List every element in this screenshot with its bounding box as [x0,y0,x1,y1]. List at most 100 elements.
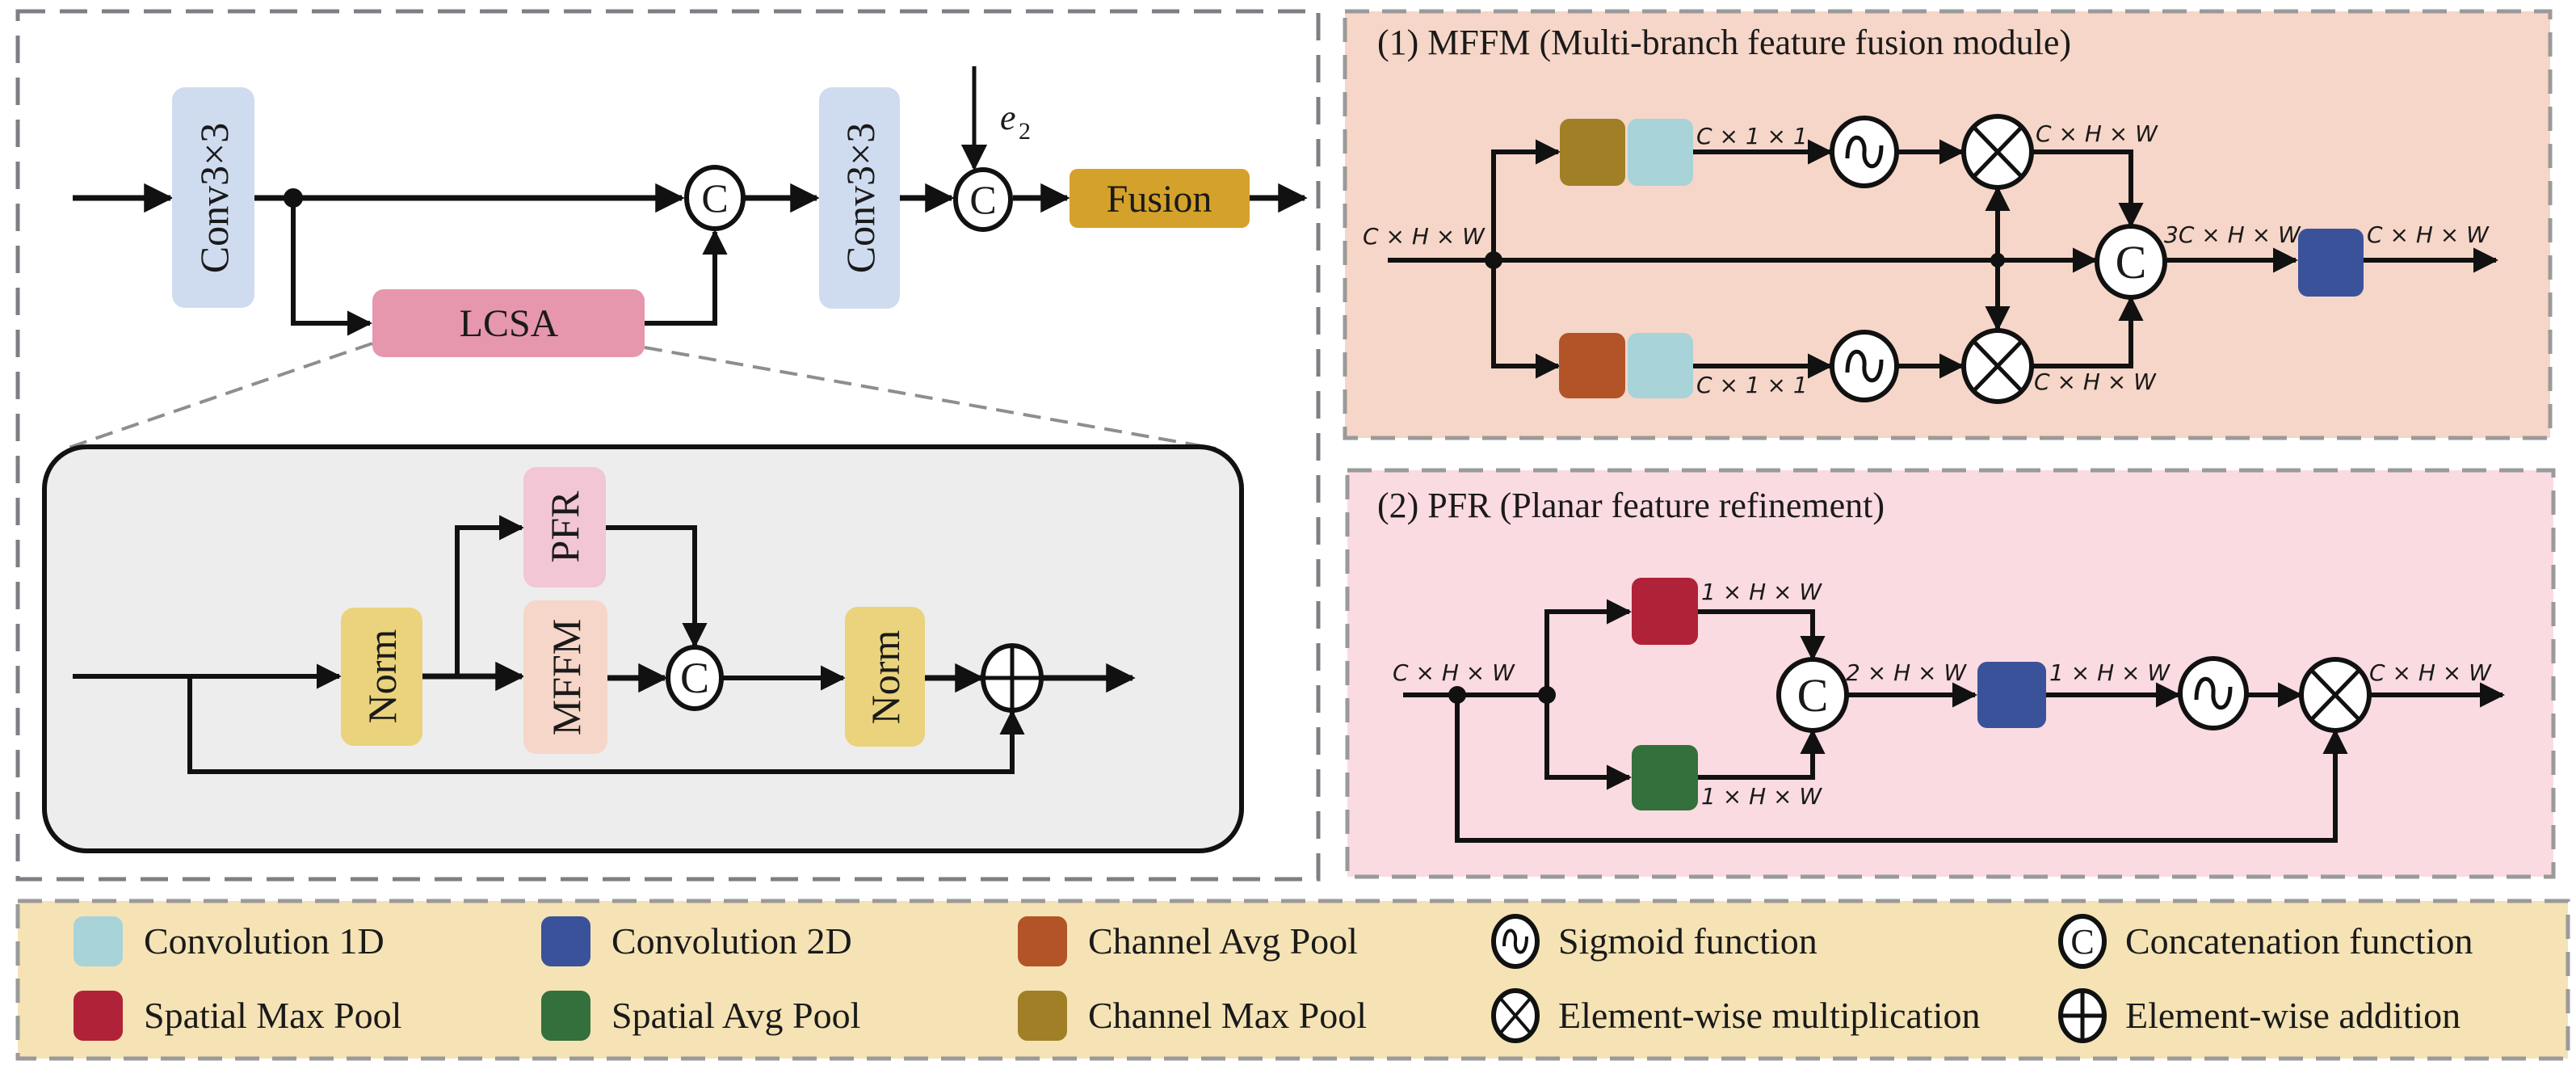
legend-item: Channel Avg Pool [1018,916,1358,966]
legend-swatch [74,916,123,966]
mffm-bottom-pooled-dim: C × 1 × 1 [1696,372,1808,398]
pfr-bottom-branch [1544,695,1633,790]
pfr-conv-dim: 1 × H × W [2049,659,2170,686]
legend-border [15,899,2570,1061]
pfr-max-to-concat [1698,609,1826,662]
mffm-panel: (1) MFFM (Multi-branch feature fusion mo… [1343,9,2553,440]
pfr-junction-dot [1448,686,1466,704]
legend-label: Convolution 1D [144,920,385,962]
e2-base: e [1000,98,1016,137]
mffm-title: (1) MFFM (Multi-branch feature fusion mo… [1377,23,2071,62]
lcsa-to-concat-line [645,229,728,326]
mffm-top-mult-dim: C × H × W [2036,120,2158,147]
legend-label: Element-wise addition [2125,995,2460,1036]
norm-label-b: Norm [863,630,908,725]
mffm-block: MFFM [523,600,607,754]
mffm-input-dim: C × H × W [1363,223,1486,250]
multiply-node [1961,328,2034,404]
legend-swatch [541,991,590,1041]
main-architecture-panel: Conv3×3 LCSA C Conv3×3 C e 2 Fusi [15,9,1321,882]
legend-item: Spatial Avg Pool [541,991,860,1041]
conv3x3-label-a: Conv3×3 [191,123,237,274]
pfr-block: PFR [523,467,606,587]
pfr-output-dim: C × H × W [2369,659,2492,686]
mffm-output-dim: C × H × W [2367,221,2490,248]
mffm-top-branch [1491,139,1561,260]
pfr-to-concat-line [606,525,708,649]
concat-node-a: C [684,165,746,231]
conv3x3-block-b: Conv3×3 [819,87,900,309]
norm-block-a: Norm [341,608,422,746]
legend-label: Sigmoid function [1558,920,1817,962]
add-node [981,643,1044,713]
spatial-max-pool-block [1632,578,1698,645]
sigmoid-icon [1845,349,1884,383]
legend-swatch [74,991,123,1041]
mffm-bottom-branch [1491,260,1561,379]
legend-label: Element-wise multiplication [1558,995,1981,1036]
skip-connection-line [187,676,1025,774]
legend-label: Channel Avg Pool [1088,920,1358,962]
pfr-panel: (2) PFR (Planar feature refinement) C [1345,468,2556,879]
pfr-avg-dim: 1 × H × W [1701,783,1822,810]
main-flow-lines [73,66,1308,336]
legend-item: Convolution 2D [541,916,852,966]
mffm-junction-dot [1990,253,2005,267]
sigmoid-node [1830,116,1899,188]
multiply-node [2299,657,2372,733]
pfr-skip-line [1455,695,2348,843]
junction-dot [284,188,303,208]
conv2d-block [1977,662,2046,728]
mffm-concat-dim: 3C × H × W [2164,221,2301,248]
mffm-label: MFFM [544,619,589,736]
norm-to-pfr-line [455,515,525,676]
multiply-node [1961,114,2034,190]
mffm-top-mult-to-concat [2032,149,2144,229]
legend-item: Channel Max Pool [1018,991,1367,1041]
concat-icon: C [969,177,996,222]
legend-label: Concatenation function [2125,920,2473,962]
pfr-junction-dot [1538,686,1556,704]
pfr-avg-to-concat [1698,728,1826,780]
concat-node-mffm: C [2095,224,2167,300]
concat-icon: C [1797,669,1829,722]
concat-node-b: C [953,167,1013,232]
fusion-block: Fusion [1069,169,1250,228]
pfr-max-dim: 1 × H × W [1701,579,1822,605]
sigmoid-icon [1845,135,1884,169]
pfr-top-branch [1544,599,1633,695]
e2-label: e 2 [1000,98,1031,145]
legend-swatch [1018,991,1067,1041]
legend-label: Convolution 2D [611,920,852,962]
conv2d-block [2298,229,2364,297]
pfr-input-dim: C × H × W [1393,659,1515,686]
concat-node-lcsa: C [666,645,724,711]
legend-label: Channel Max Pool [1088,995,1367,1036]
pfr-label: PFR [542,490,587,563]
legend-label: Spatial Avg Pool [611,995,860,1036]
legend-item: Element-wise addition [2058,988,2460,1043]
multiply-icon [1491,988,1540,1043]
lcsa-label: LCSA [460,302,559,345]
add-icon [2058,988,2107,1043]
pfr-concat-dim: 2 × H × W [1846,659,1967,686]
legend-item: Convolution 1D [74,916,385,966]
concat-icon: C [2116,236,2147,288]
svg-text:C: C [2070,922,2094,962]
fusion-label: Fusion [1107,178,1212,221]
pfr-title: (2) PFR (Planar feature refinement) [1377,486,1885,525]
concat-icon: C [2058,914,2107,969]
concat-icon: C [680,654,709,702]
conv3x3-block-a: Conv3×3 [172,87,254,308]
channel-avg-pool-block [1559,333,1625,398]
legend-item: Sigmoid function [1491,914,1817,969]
conv1d-block [1628,119,1693,186]
legend-swatch [1018,916,1067,966]
legend-swatch [541,916,590,966]
sigmoid-node [2178,656,2249,730]
concat-node-pfr: C [1776,657,1849,733]
norm-label-a: Norm [359,629,405,724]
mffm-top-pooled-dim: C × 1 × 1 [1696,123,1808,149]
concat-icon: C [701,175,728,221]
zoom-guide-right [644,346,1217,450]
